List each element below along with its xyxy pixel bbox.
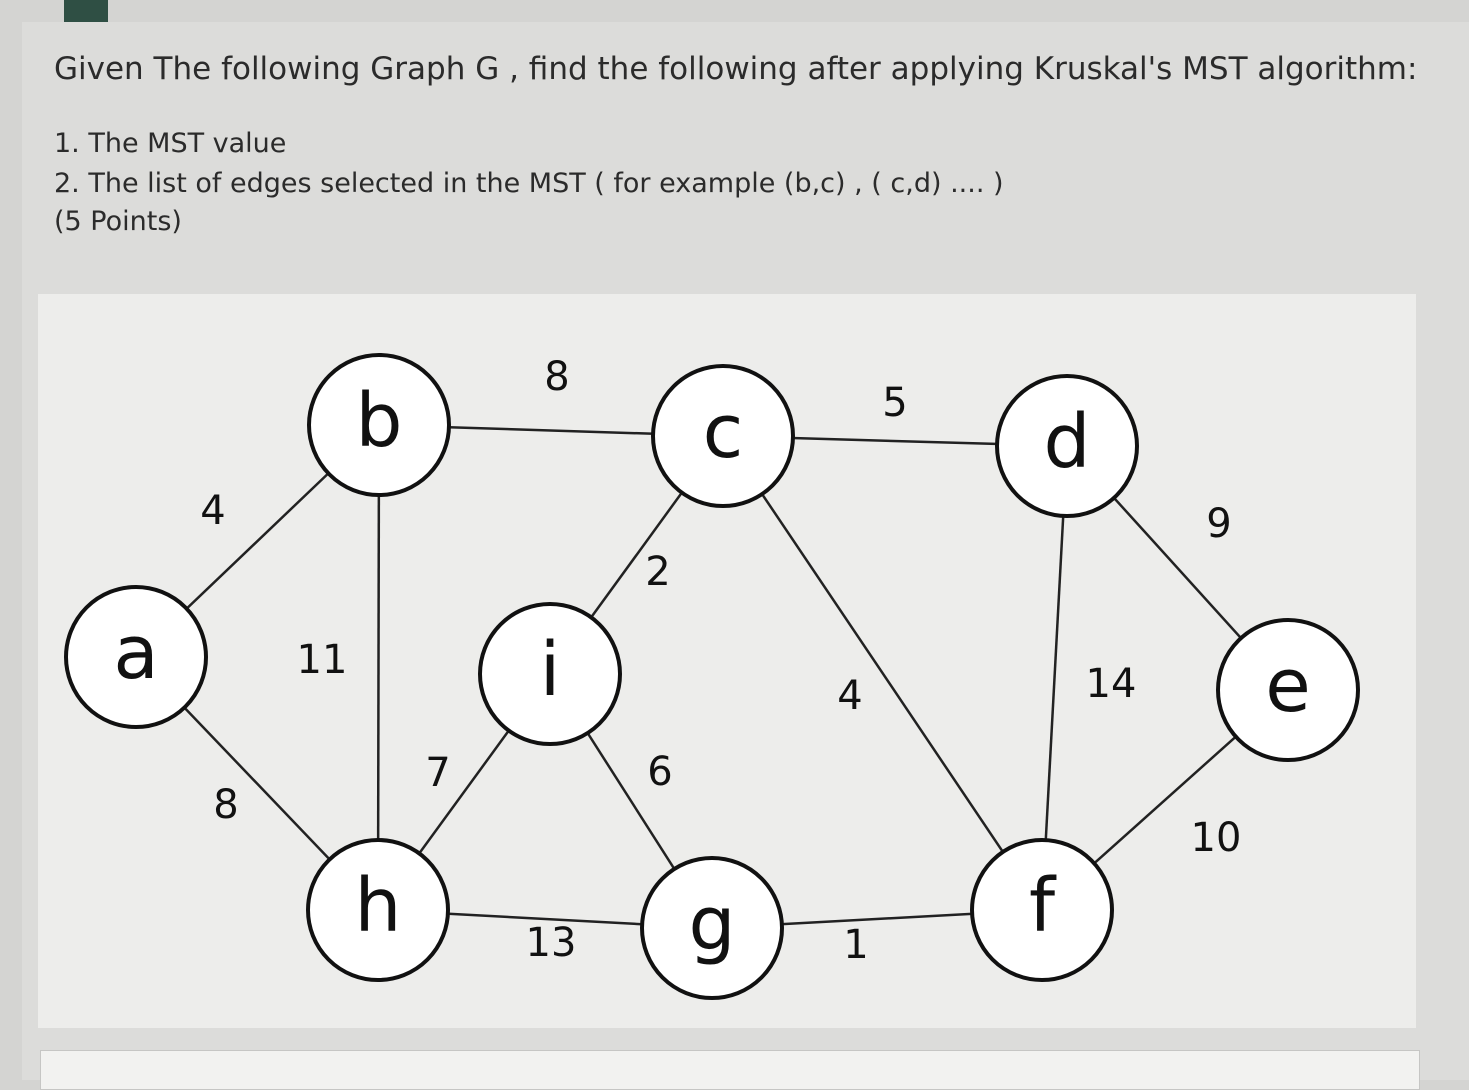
node-label-d: d <box>1044 399 1091 485</box>
node-circle-b <box>307 353 451 497</box>
edge-weight-h-g: 13 <box>526 920 577 966</box>
edge-weight-d-e: 9 <box>1206 501 1231 547</box>
node-i: i <box>478 602 622 746</box>
question-points: (5 Points) <box>54 206 182 237</box>
answer-input[interactable] <box>40 1050 1420 1090</box>
node-c: c <box>651 364 795 508</box>
node-circle-e <box>1216 618 1360 762</box>
node-a: a <box>64 585 208 729</box>
edge-weight-c-f: 4 <box>837 673 862 719</box>
edge-weight-a-b: 4 <box>200 488 225 534</box>
node-d: d <box>995 374 1139 518</box>
edge-weight-b-h: 11 <box>297 637 348 683</box>
node-label-a: a <box>113 610 158 696</box>
edge-weight-c-d: 5 <box>882 380 907 426</box>
edge-b-h <box>376 424 381 911</box>
edge-weight-d-f: 14 <box>1086 661 1137 707</box>
node-circle-h <box>306 838 450 982</box>
header-tab <box>64 0 108 22</box>
node-b: b <box>307 353 451 497</box>
edge-weight-a-h: 8 <box>213 782 238 828</box>
node-e: e <box>1216 618 1360 762</box>
node-label-e: e <box>1265 643 1311 729</box>
node-label-h: h <box>355 863 402 949</box>
node-label-c: c <box>703 389 744 475</box>
node-label-b: b <box>356 378 403 464</box>
question-item-2: 2. The list of edges selected in the MST… <box>54 168 1004 199</box>
graph-edge-weights: 4 8 8 11 5 2 4 9 14 10 7 6 13 1 <box>200 354 1241 968</box>
node-circle-c <box>651 364 795 508</box>
question-text: Given The following Graph G , find the f… <box>54 48 1434 240</box>
edge-weight-c-i: 2 <box>645 549 670 595</box>
node-circle-d <box>995 374 1139 518</box>
node-circle-g <box>640 856 784 1000</box>
question-item-1: 1. The MST value <box>54 128 287 159</box>
node-h: h <box>306 838 450 982</box>
edge-weight-b-c: 8 <box>544 354 569 400</box>
node-g: g <box>640 856 784 1000</box>
node-circle-a <box>64 585 208 729</box>
question-prompt: Given The following Graph G , find the f… <box>54 51 1418 87</box>
node-label-g: g <box>689 881 736 967</box>
node-label-i: i <box>540 627 561 713</box>
node-circle-f <box>970 838 1114 982</box>
edge-weight-g-f: 1 <box>843 922 868 968</box>
edge-weight-e-f: 10 <box>1191 815 1242 861</box>
node-label-f: f <box>1029 863 1057 949</box>
edge-c-f <box>721 435 1044 911</box>
edge-weight-h-i: 7 <box>425 750 450 796</box>
edge-weight-i-g: 6 <box>647 749 672 795</box>
edge-d-f <box>1040 445 1069 911</box>
node-circle-i <box>478 602 622 746</box>
graph-nodes: a b c d e f g h i <box>64 353 1360 1000</box>
node-f: f <box>970 838 1114 982</box>
